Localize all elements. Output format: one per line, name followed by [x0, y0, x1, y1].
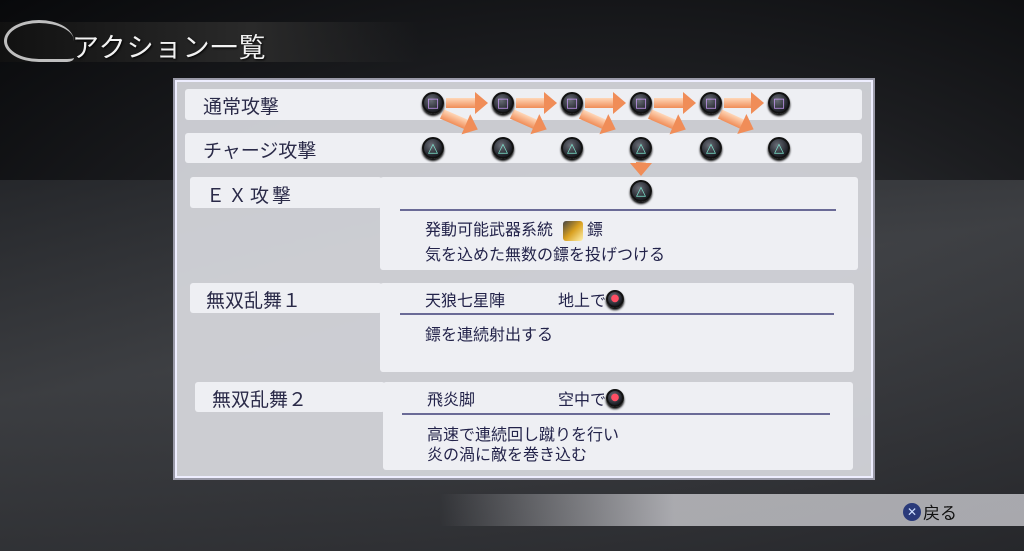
ex-weapon-line: 発動可能武器系統 鏢: [425, 216, 603, 241]
divider: [400, 313, 834, 315]
back-button[interactable]: ✕戻る: [903, 499, 957, 524]
musou2-description-line2: 炎の渦に敵を巻き込む: [427, 445, 588, 464]
musou2-label: 無双乱舞２: [212, 389, 308, 411]
triangle-button-icon: △: [700, 137, 722, 159]
ex-description: 気を込めた無数の鏢を投げつける: [425, 245, 666, 264]
square-button-icon: □: [561, 92, 583, 114]
combo-arrow-icon: [516, 92, 557, 114]
combo-arrow-icon: [585, 92, 626, 114]
musou1-label: 無双乱舞１: [206, 290, 302, 312]
square-button-icon: □: [630, 92, 652, 114]
triangle-button-icon: △: [561, 137, 583, 159]
musou1-condition: 地上で: [558, 291, 607, 310]
divider: [402, 413, 830, 415]
musou2-name: 飛炎脚: [427, 390, 476, 409]
footer-bar: [440, 494, 1024, 526]
triangle-button-icon: △: [492, 137, 514, 159]
ex-attack-label: ＥＸ攻撃: [206, 185, 295, 207]
dart-weapon-icon: [563, 220, 584, 241]
ex-label-box: [190, 177, 382, 208]
musou2-description-line1: 高速で連続回し蹴りを行い: [427, 425, 620, 444]
musou1-description: 鏢を連続射出する: [425, 325, 554, 344]
triangle-button-icon: △: [630, 180, 652, 202]
combo-arrow-icon: [654, 92, 696, 114]
circle-button-icon: ●: [606, 290, 625, 308]
square-button-icon: □: [492, 92, 514, 114]
musou2-condition: 空中で: [558, 390, 607, 409]
cross-button-icon: ✕: [903, 502, 921, 521]
weapon-type: 鏢: [587, 220, 604, 239]
musou1-label-box: [190, 283, 382, 313]
page-title: アクション一覧: [72, 33, 267, 64]
musou2-label-box: [195, 382, 385, 412]
ex-content-box: [380, 177, 858, 270]
musou1-command: 地上で●: [558, 287, 625, 311]
combo-arrow-icon: [446, 92, 488, 114]
square-button-icon: □: [700, 92, 722, 114]
swirl-ornament-icon: [4, 20, 74, 62]
circle-button-icon: ●: [606, 389, 625, 407]
square-button-icon: □: [422, 92, 444, 114]
ex-arrow-icon: [636, 162, 646, 164]
normal-attack-label: 通常攻撃: [203, 96, 280, 118]
triangle-button-icon: △: [768, 137, 790, 159]
musou1-name: 天狼七星陣: [425, 291, 506, 310]
divider: [400, 209, 836, 211]
square-button-icon: □: [768, 92, 790, 114]
triangle-button-icon: △: [630, 137, 652, 159]
musou2-command: 空中で●: [558, 386, 625, 410]
back-label: 戻る: [923, 504, 957, 524]
combo-arrow-icon: [724, 92, 764, 114]
triangle-button-icon: △: [422, 137, 444, 159]
weapon-type-label: 発動可能武器系統: [425, 220, 554, 239]
charge-attack-label: チャージ攻撃: [203, 140, 317, 162]
